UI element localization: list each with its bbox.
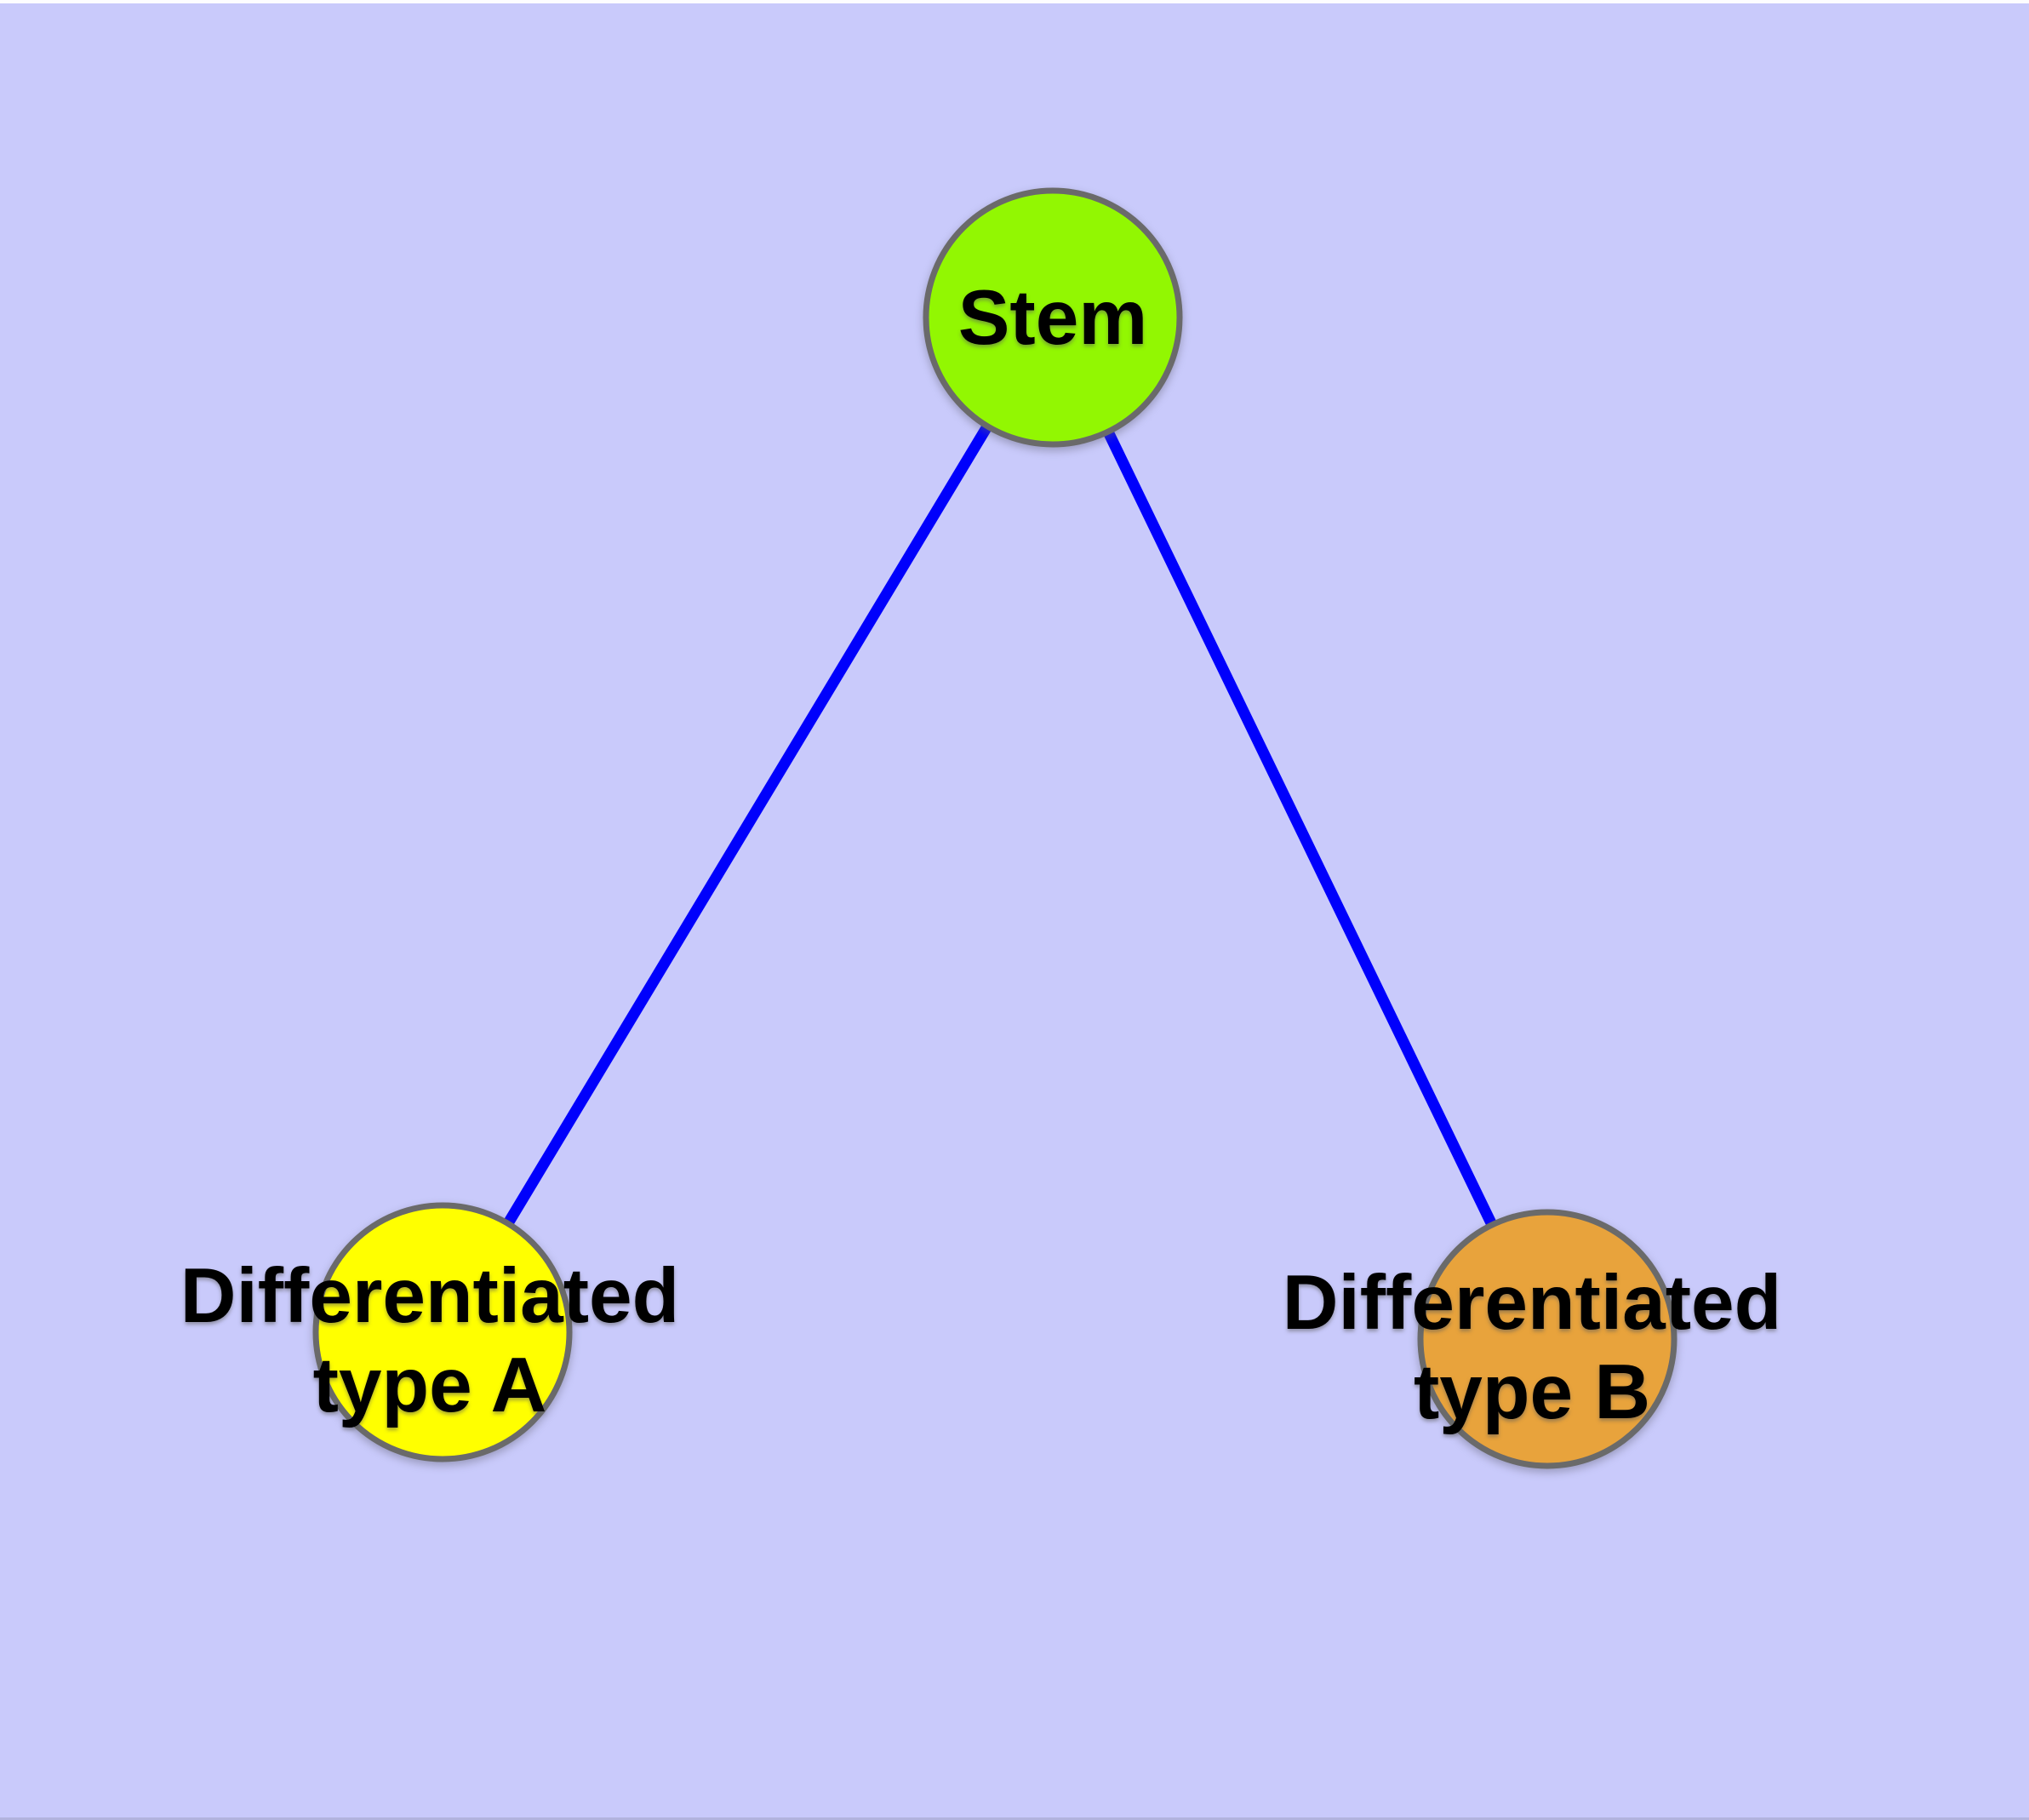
differentiated-type-b-node (1417, 1209, 1677, 1469)
differentiated-type-a-node (312, 1202, 573, 1462)
top-window-edge (0, 0, 2029, 3)
stem-node (923, 187, 1183, 448)
bottom-window-edge (0, 1817, 2029, 1820)
edge-stem-to-type-b (1048, 315, 1552, 1342)
edge-stem-to-type-a (437, 314, 1058, 1336)
